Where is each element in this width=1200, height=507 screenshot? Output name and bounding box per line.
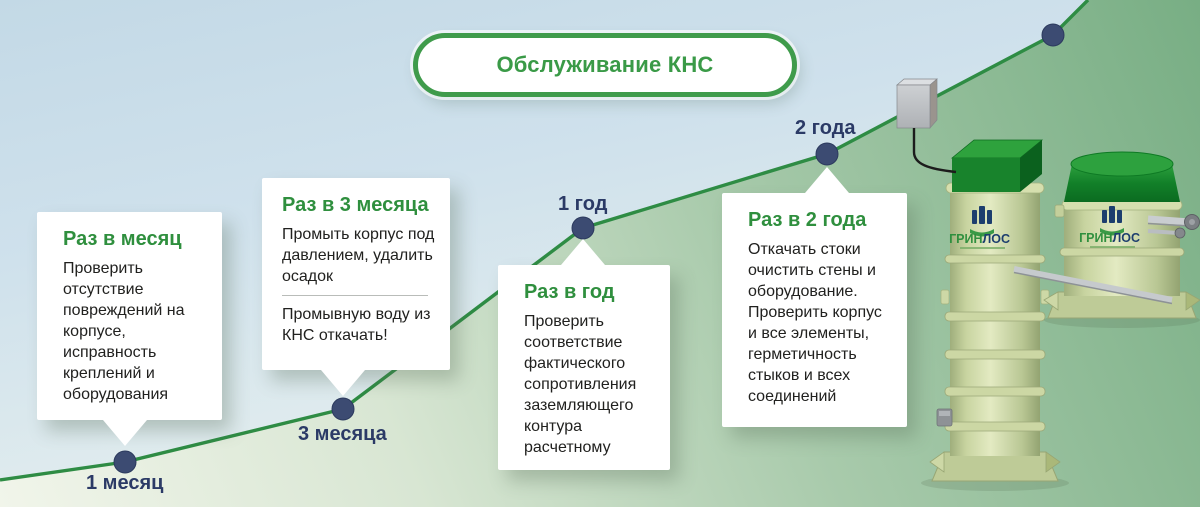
tank-ribs [944,254,1046,432]
brand-text-green: ГРИН [1079,231,1112,245]
buildings-icon [1100,206,1124,236]
timeline-dot-3 [571,216,595,240]
tank-outlet-pipes [1147,214,1200,239]
timeline-dot-4 [815,142,839,166]
buildings-icon [970,206,994,237]
kns-tank-tall: ГРИН ЛОС [921,139,1069,491]
grinlos-logo: ГРИН ЛОС [1079,206,1140,248]
tank-lid-cube [950,139,1044,192]
power-cable [912,128,957,174]
connecting-pipe [1013,266,1173,305]
brand-text-green: ГРИН [949,232,982,246]
control-box [896,78,938,129]
timeline-dot-5 [1041,23,1065,47]
logo-tagline [1090,246,1135,248]
timeline-dot-2 [331,397,355,421]
brand-text-blue: ЛОС [1113,231,1141,245]
timeline-dots [113,23,1065,474]
kns-tank-short: ГРИН ЛОС [1043,151,1200,328]
tank-dome-lid [1064,151,1180,202]
logo-tagline [960,247,1005,249]
grinlos-logo: ГРИН ЛОС [949,206,1010,249]
timeline-dot-1 [113,450,137,474]
brand-text-blue: ЛОС [983,232,1011,246]
